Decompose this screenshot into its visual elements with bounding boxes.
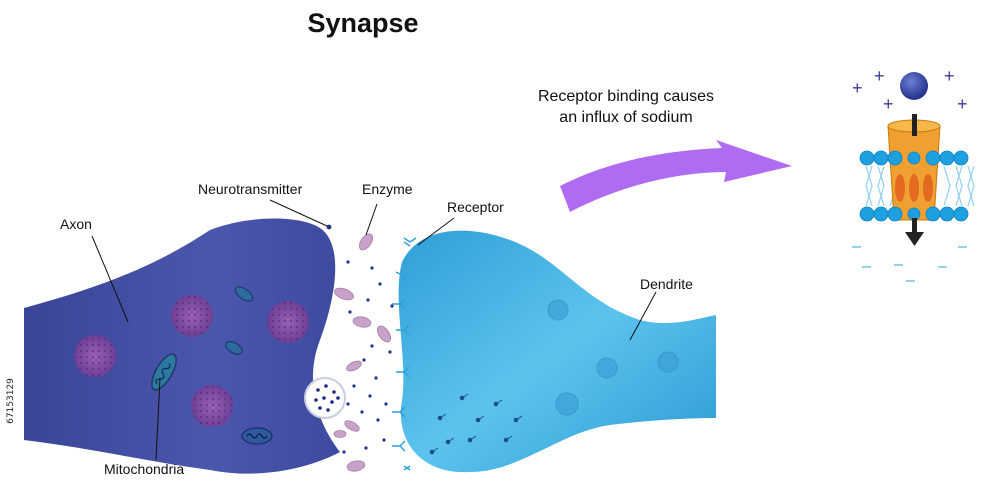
negative-charge: –: [958, 238, 967, 255]
positive-charge: +: [874, 66, 885, 86]
diagram-title: Synapse: [307, 8, 419, 38]
neurotransmitter-molecules: [326, 224, 394, 454]
channel-caption: Receptor binding causes an influx of sod…: [506, 86, 746, 128]
label-dendrite: Dendrite: [640, 276, 693, 292]
positive-charge: +: [957, 94, 968, 114]
label-enzyme: Enzyme: [362, 181, 413, 197]
image-id: 67153129: [6, 378, 16, 424]
axon-terminal: [24, 218, 340, 474]
negative-charge: –: [906, 272, 915, 289]
positive-charge: +: [883, 94, 894, 114]
sodium-ion: [900, 72, 928, 100]
enzymes: [333, 233, 391, 472]
negative-charge: –: [938, 258, 947, 275]
label-mitochondria: Mitochondria: [104, 461, 185, 477]
label-axon: Axon: [60, 216, 92, 232]
label-receptor: Receptor: [447, 199, 504, 215]
mitochondrion: [241, 427, 273, 445]
negative-charge: –: [894, 256, 903, 273]
ion-channel-inset: [859, 72, 975, 246]
negative-charge: –: [862, 258, 871, 275]
mitochondrion: [151, 353, 177, 391]
positive-charge: +: [944, 66, 955, 86]
negative-charge: –: [852, 238, 861, 255]
bound-neurotransmitters: [429, 393, 523, 455]
dendrite-body: [398, 230, 716, 473]
leader-lines: [91, 199, 657, 461]
label-neurotransmitter: Neurotransmitter: [198, 181, 303, 197]
receptors: [392, 237, 417, 471]
mitochondrion: [225, 341, 243, 355]
caption-line-2: an influx of sodium: [559, 109, 693, 126]
influx-arrow: [560, 140, 792, 212]
mitochondrion: [234, 286, 254, 302]
positive-charge: +: [852, 78, 863, 98]
caption-line-1: Receptor binding causes: [537, 88, 715, 105]
